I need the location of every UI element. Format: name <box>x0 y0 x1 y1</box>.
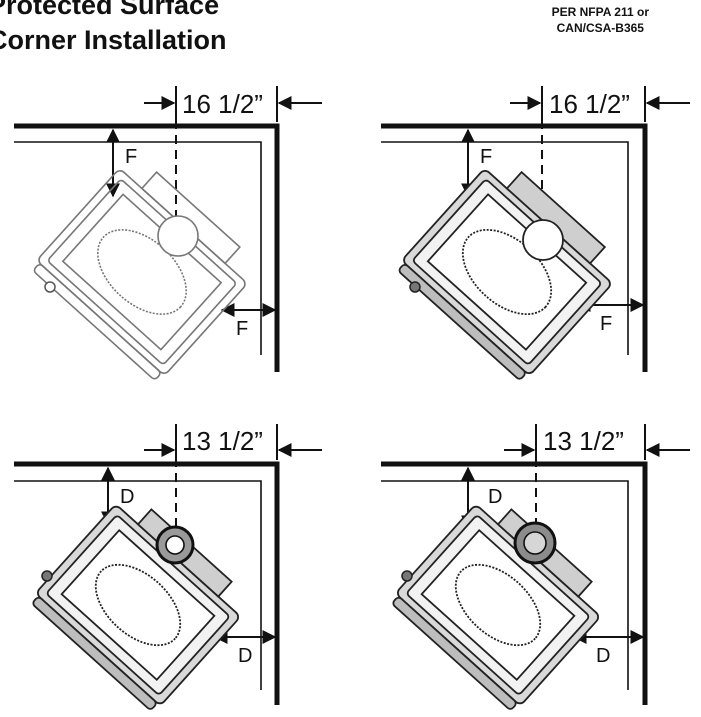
flue-collar-inner <box>523 531 547 555</box>
dimension-label: 16 1/2” <box>549 89 630 119</box>
clearance-letter-top: F <box>480 146 492 168</box>
protected-surface-line <box>14 141 262 355</box>
stove-shaded <box>398 169 611 380</box>
stove-shaded <box>392 505 599 710</box>
stove-knob <box>401 570 413 582</box>
dimension-label: 13 1/2” <box>182 426 263 456</box>
clearance-letter-side: F <box>600 313 612 335</box>
dimension-label: 13 1/2” <box>543 426 624 456</box>
protected-surface-line <box>14 480 262 690</box>
wall-corner <box>14 123 280 372</box>
stove-shaded <box>32 505 239 710</box>
clearance-letter-side: D <box>238 645 252 667</box>
flue-collar-inner <box>165 535 185 555</box>
panel-bottom-right: 13 1/2” D D <box>381 424 690 710</box>
wall-corner <box>14 461 280 705</box>
title-line-2: Corner Installation <box>0 25 227 55</box>
wall-corner <box>381 461 648 705</box>
stove-knob <box>41 570 53 582</box>
page-title: Protected Surface Corner Installation <box>0 0 227 58</box>
note-line-2: CAN/CSA-B365 <box>556 21 644 35</box>
note-line-1: PER NFPA 211 or <box>551 5 649 19</box>
flue-collar <box>157 215 199 257</box>
panel-bottom-left: 13 1/2” D D <box>14 424 322 710</box>
clearance-letter-top: F <box>125 146 137 168</box>
panel-top-right: 16 1/2” F F <box>381 86 690 380</box>
dimension-label: 16 1/2” <box>182 89 263 119</box>
title-line-1: Protected Surface <box>0 0 220 20</box>
clearance-letter-side: D <box>596 645 610 667</box>
standard-note: PER NFPA 211 or CAN/CSA-B365 <box>552 4 649 36</box>
wall-corner <box>381 123 648 372</box>
stove-knob <box>44 281 56 293</box>
stove-outline <box>33 170 246 380</box>
clearance-letter-side: F <box>236 318 248 340</box>
clearance-letter-top: D <box>120 486 134 508</box>
stove-knob <box>409 281 421 293</box>
flue-collar <box>522 219 564 261</box>
clearance-letter-top: D <box>488 486 502 508</box>
panel-top-left: 16 1/2” F F <box>14 86 322 380</box>
